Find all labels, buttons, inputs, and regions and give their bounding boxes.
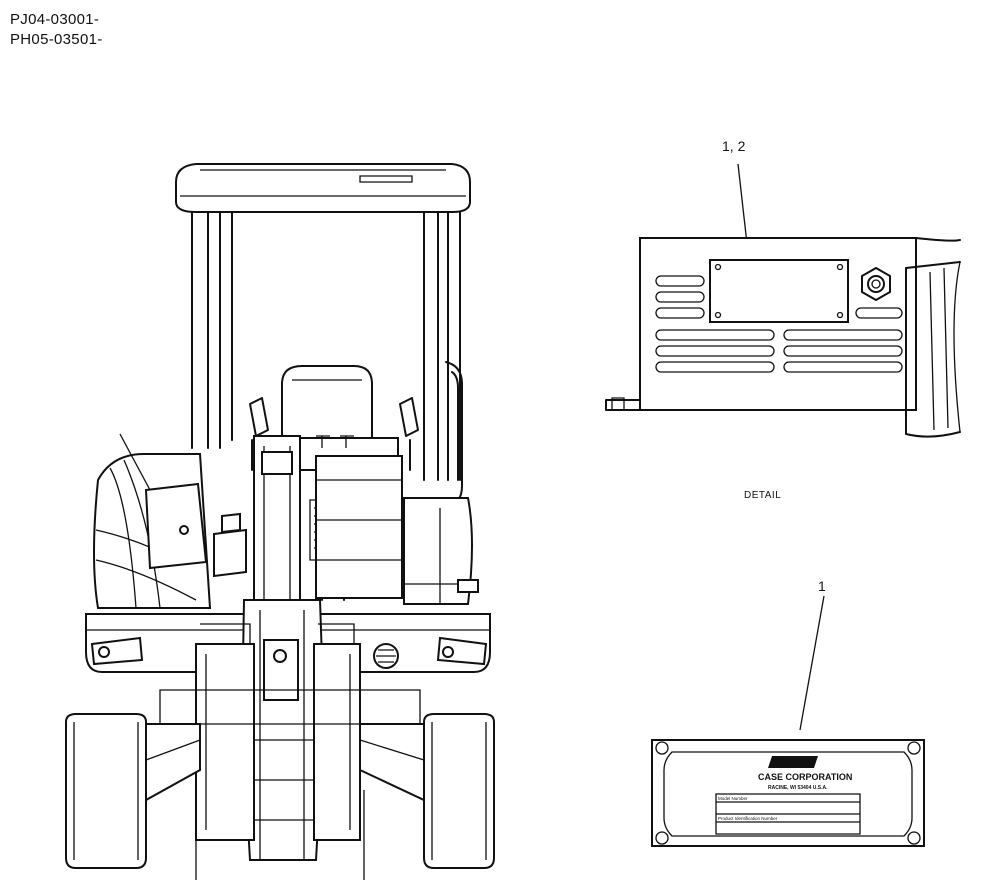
- plate-field-2: Product Identification Number: [718, 816, 778, 821]
- callout-detail-ref: 1, 2: [722, 138, 746, 154]
- detail-view: [605, 163, 961, 438]
- canopy-posts: [191, 211, 463, 509]
- plate-address: RACINE, WI 53404 U.S.A.: [768, 785, 828, 791]
- tracks: [65, 689, 495, 880]
- machine-body: [85, 433, 491, 673]
- detail-label: DETAIL: [744, 490, 782, 501]
- name-plate: CASE CASE CORPORATION RACINE, WI 53404 U…: [651, 595, 925, 847]
- serial-range-2: PH05-03501-: [10, 31, 103, 48]
- plate-brand: CASE: [774, 758, 802, 769]
- excavator-rear-view: [65, 163, 495, 880]
- detail-plate: [709, 259, 849, 323]
- control-levers: [249, 397, 419, 471]
- leader-line-1: [799, 595, 825, 731]
- canopy-roof: [175, 163, 471, 213]
- serial-range-1: PJ04-03001-: [10, 11, 100, 28]
- hex-fitting: [861, 267, 891, 301]
- vent-slots: [655, 275, 903, 373]
- boom-assembly: [195, 435, 403, 861]
- callout-plate-ref: 1: [818, 578, 826, 594]
- plate-field-1: Model Number: [718, 796, 748, 801]
- plate-company: CASE CORPORATION: [758, 772, 852, 782]
